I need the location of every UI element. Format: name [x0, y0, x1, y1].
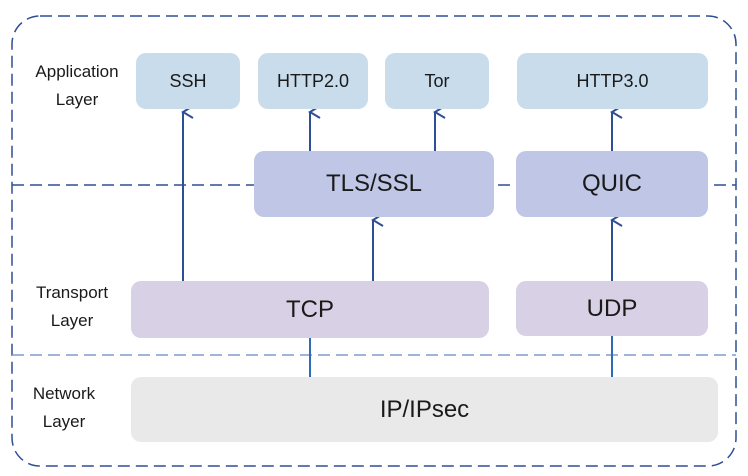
http3-box: HTTP3.0: [517, 53, 708, 109]
tor-box: Tor: [385, 53, 489, 109]
http2-box: HTTP2.0: [258, 53, 368, 109]
tls-ssl-box: TLS/SSL: [254, 151, 494, 217]
tcp-box: TCP: [131, 281, 489, 338]
quic-box: QUIC: [516, 151, 708, 217]
ip-ipsec-box: IP/IPsec: [131, 377, 718, 442]
application-layer-label: Application Layer: [35, 62, 119, 109]
outer-border: [11, 15, 737, 467]
transport-layer-label: Transport Layer: [35, 283, 109, 330]
network-layer-label: Network Layer: [32, 384, 96, 431]
udp-box: UDP: [516, 281, 708, 336]
ssh-box: SSH: [136, 53, 240, 109]
